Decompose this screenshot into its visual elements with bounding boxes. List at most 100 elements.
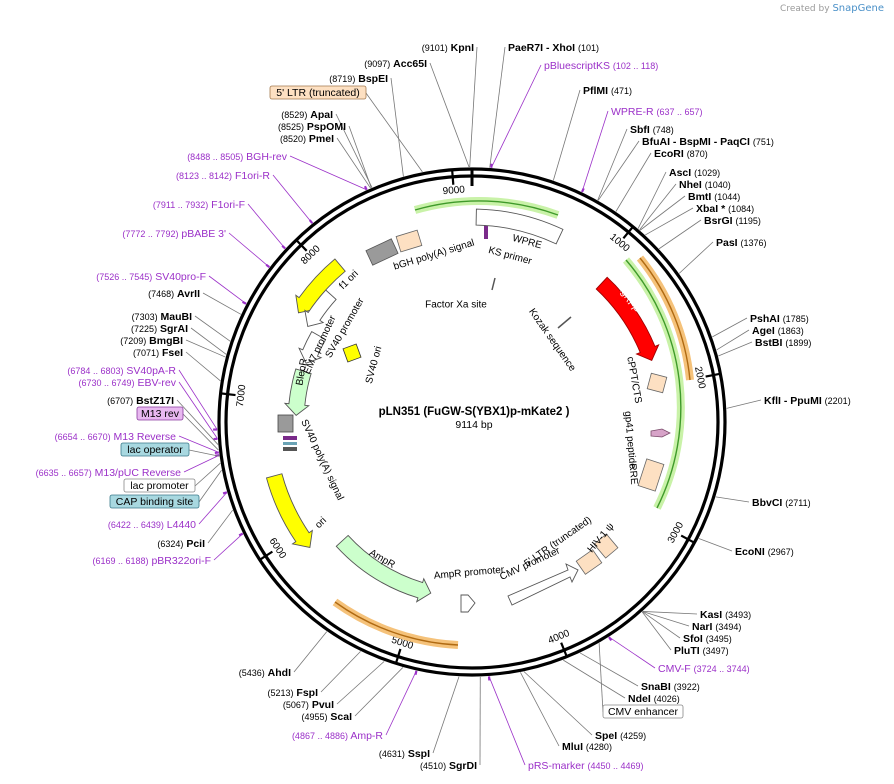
orf-line-wpre (414, 200, 559, 216)
leader-line (207, 509, 234, 544)
site-position: (6784 .. 6803) (67, 366, 123, 376)
site-position: (1029) (694, 168, 720, 178)
site-position: (4259) (620, 731, 646, 741)
tick-mark (219, 392, 236, 397)
cmv-promoter-arrow (507, 563, 579, 606)
site-name: KasI (700, 609, 722, 621)
lac-primer-mark-1 (283, 436, 297, 440)
enzyme-site-label: (7071) FseI (133, 347, 183, 359)
site-name: BstBI (755, 337, 783, 349)
leader-line (678, 241, 714, 274)
enzyme-site-label: (8520) PmeI (280, 133, 334, 145)
site-position: (7468) (148, 289, 174, 299)
site-name: BsrGI (704, 215, 733, 227)
enzyme-site-label: EcoNI (2967) (735, 546, 794, 558)
primer-mark (414, 670, 418, 676)
primer-site-label: (7772 .. 7792) pBABE 3' (122, 228, 226, 240)
site-position: (4955) (301, 712, 327, 722)
enzyme-site-label: (7468) AvrII (148, 288, 200, 300)
feature-label: Kozak sequence (526, 307, 578, 374)
site-position: (1899) (785, 338, 811, 348)
site-position: (8123 .. 8142) (176, 171, 232, 181)
enzyme-site-label: XbaI * (1084) (696, 203, 754, 215)
site-position: (3494) (715, 622, 741, 632)
tick-mark (258, 550, 274, 562)
enzyme-site-label: PaeR7I - XhoI (101) (508, 42, 599, 54)
feature-label: gp41 peptide (622, 411, 638, 470)
ltr-truncated-box (575, 549, 603, 575)
leader-line (429, 62, 470, 168)
leader-line (642, 611, 698, 615)
enzyme-site-label: (7303) MauBI (132, 311, 193, 323)
enzyme-site-label: (5213) FspI (267, 687, 318, 699)
boxed-label-bg (269, 85, 367, 100)
boxed-label: lac operator (127, 444, 183, 456)
primer-site-label: CMV-F (3724 .. 3744) (658, 663, 750, 675)
site-name: M13/pUC Reverse (95, 467, 182, 479)
leader-line (639, 195, 686, 231)
site-name: EBV-rev (137, 377, 176, 389)
primer-mark (222, 491, 228, 495)
leader-line (213, 533, 244, 561)
bgh-polya-box (395, 229, 423, 253)
leader-line (202, 292, 242, 315)
site-name: MauBI (161, 311, 193, 323)
feature-label: AmpR promoter (433, 565, 505, 582)
feature-arrow (298, 331, 327, 364)
site-name: pRS-marker (528, 760, 585, 772)
enzyme-site-label: NheI (1040) (679, 179, 731, 191)
boxed-label: lac promoter (130, 480, 189, 492)
sv40-polya-box (277, 414, 294, 433)
site-position: (1785) (783, 314, 809, 324)
leader-line (198, 492, 228, 525)
feature-label: Factor Xa site (425, 300, 487, 311)
leader-line (228, 232, 270, 268)
boxed-label: CAP binding site (116, 496, 194, 508)
feature-label: BleoR (294, 358, 310, 387)
site-name: PaeR7I - XhoI (508, 42, 575, 54)
primer-site-label: pRS-marker (4450 .. 4469) (528, 760, 644, 772)
leader-line (385, 670, 417, 736)
enzyme-site-label: BstBI (1899) (755, 337, 811, 349)
enzyme-site-label: (9097) Acc65I (364, 58, 427, 70)
orf-line-right (625, 259, 682, 509)
site-name: PspOMI (307, 121, 346, 133)
leader-line (354, 667, 404, 717)
site-name: SV40pA-R (126, 365, 176, 377)
sv40-ori-box (342, 343, 362, 363)
feature-arrow (595, 276, 660, 362)
enzyme-site-label: (7209) BmgBI (120, 335, 183, 347)
enzyme-site-label: (6707) BstZ17I (107, 395, 174, 407)
leader-line (390, 77, 404, 177)
boxed-label-bg (109, 494, 200, 509)
site-position: (9101) (422, 43, 448, 53)
site-name: PmeI (309, 133, 334, 145)
site-name: AvrII (177, 288, 200, 300)
site-position: (748) (653, 125, 674, 135)
enzyme-site-label: (4510) SgrDI (420, 760, 477, 772)
tick-label: 4000 (547, 628, 572, 647)
site-name: SpeI (595, 730, 617, 742)
site-name: AhdI (268, 667, 291, 679)
boxed-label-bg (120, 442, 190, 457)
tick-mark (560, 642, 569, 658)
site-position: (2201) (825, 396, 851, 406)
leader-lines (176, 46, 762, 766)
site-name: SnaBI (641, 681, 671, 693)
site-name: PflMI (583, 85, 608, 97)
feature-arrow (295, 258, 346, 314)
site-position: (9097) (364, 59, 390, 69)
site-name: PvuI (312, 699, 334, 711)
leader-line (432, 676, 460, 754)
site-position: (1044) (714, 192, 740, 202)
enzyme-site-label: SnaBI (3922) (641, 681, 700, 693)
leader-line (637, 171, 667, 229)
site-name: F1ori-F (211, 199, 245, 211)
tick-label: 7000 (235, 384, 248, 408)
factor-xa-mark (491, 277, 496, 291)
enzyme-site-label: KflI - PpuMI (2201) (764, 395, 851, 407)
site-name: KflI - PpuMI (764, 395, 822, 407)
site-name: SspI (408, 748, 430, 760)
leader-line (336, 661, 385, 705)
